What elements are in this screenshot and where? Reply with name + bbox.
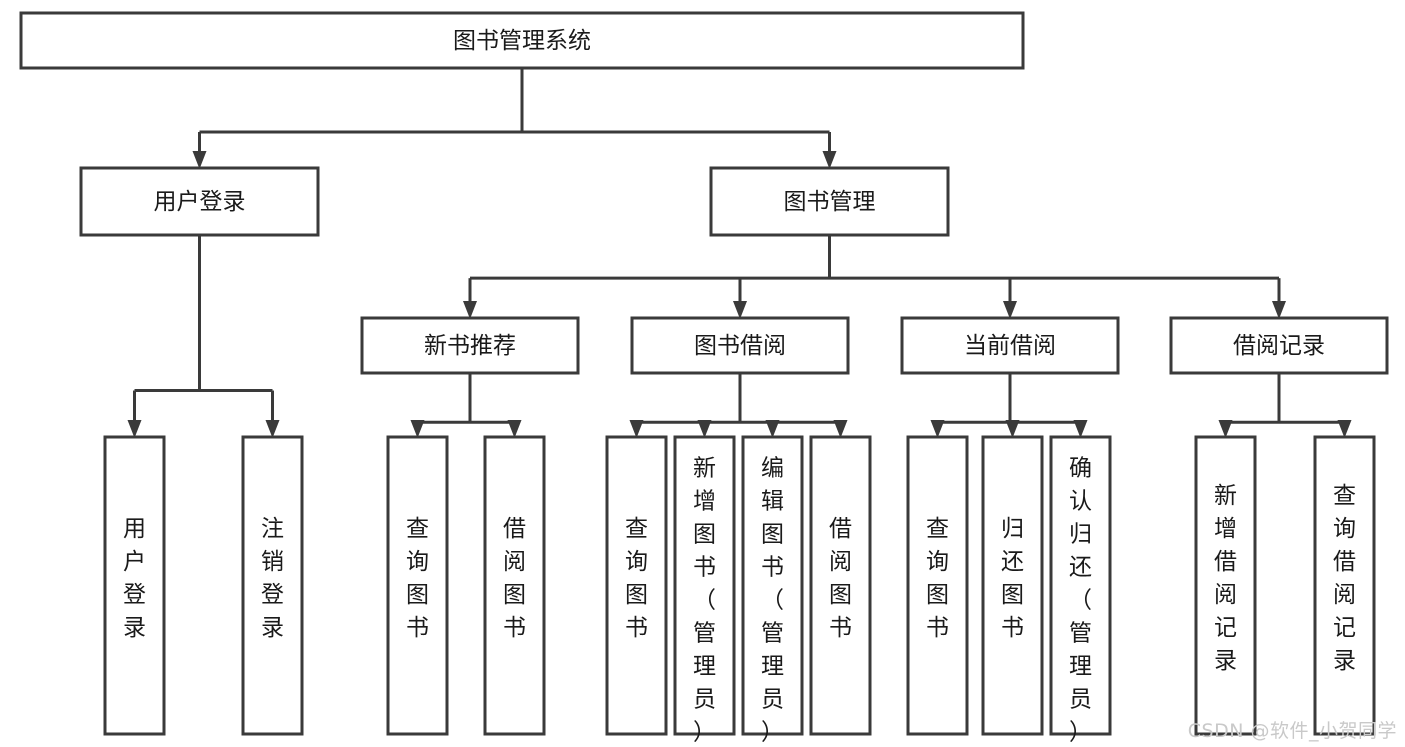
node-root[interactable]: 图书管理系统 <box>19 11 1025 70</box>
node-borrow-records[interactable]: 借阅记录 <box>1169 316 1389 375</box>
node-box-root <box>19 11 1025 70</box>
node-leaf-borrow-book[interactable]: 借阅图书 <box>809 435 872 736</box>
arrow-icon-leaf-edit-book <box>765 420 780 438</box>
arrow-icon-leaf-borrow-book <box>833 420 848 438</box>
node-box-leaf-query-book-current <box>906 435 969 736</box>
arrow-icon-new-book-recommend <box>463 301 477 319</box>
node-box-leaf-query-borrow-record <box>1313 435 1376 736</box>
node-label-leaf-confirm-return: 确认归还（管理员） <box>1069 456 1092 746</box>
connector-group-borrow-records <box>1218 373 1352 438</box>
node-new-book-recommend[interactable]: 新书推荐 <box>360 316 580 375</box>
connector-group-book-management <box>463 235 1286 319</box>
arrow-icon-leaf-query-book-borrow <box>629 420 644 438</box>
node-box-borrow-records <box>1169 316 1389 375</box>
node-box-leaf-query-book-borrow <box>605 435 668 736</box>
node-leaf-user-login[interactable]: 用户登录 <box>103 435 166 736</box>
node-leaf-borrow-book-recommend[interactable]: 借阅图书 <box>483 435 546 736</box>
connector-group-root <box>192 68 837 169</box>
node-leaf-confirm-return[interactable]: 确认归还（管理员） <box>1049 435 1112 746</box>
node-box-leaf-add-book <box>673 435 736 736</box>
node-book-management[interactable]: 图书管理 <box>709 166 950 237</box>
arrow-icon-current-borrow <box>1003 301 1017 319</box>
node-box-leaf-logout <box>241 435 304 736</box>
connector-group-current-borrow <box>930 373 1088 438</box>
node-label-leaf-query-borrow-record: 查询借阅记录 <box>1333 483 1356 674</box>
node-box-user-login <box>79 166 320 237</box>
node-label-leaf-borrow-book-recommend: 借阅图书 <box>503 516 526 641</box>
node-leaf-query-book-current[interactable]: 查询图书 <box>906 435 969 736</box>
node-layer: 图书管理系统用户登录图书管理新书推荐图书借阅当前借阅借阅记录用户登录注销登录查询… <box>19 11 1389 746</box>
arrow-icon-borrow-records <box>1272 301 1286 319</box>
arrow-icon-leaf-query-book-recommend <box>410 420 425 438</box>
node-label-leaf-edit-book: 编辑图书（管理员） <box>761 456 784 746</box>
arrow-icon-book-management <box>822 151 837 169</box>
node-label-leaf-query-book-recommend: 查询图书 <box>406 516 429 641</box>
arrow-icon-leaf-query-borrow-record <box>1337 420 1352 438</box>
node-label-leaf-add-book: 新增图书（管理员） <box>693 456 716 746</box>
node-box-leaf-confirm-return <box>1049 435 1112 736</box>
arrow-icon-leaf-confirm-return <box>1073 420 1088 438</box>
node-box-leaf-return-book <box>981 435 1044 736</box>
arrow-icon-leaf-add-book <box>697 420 712 438</box>
arrow-icon-book-borrow <box>733 301 747 319</box>
node-box-leaf-borrow-book-recommend <box>483 435 546 736</box>
node-label-book-borrow: 图书借阅 <box>694 333 786 359</box>
node-box-leaf-add-borrow-record <box>1194 435 1257 736</box>
arrow-icon-leaf-query-book-current <box>930 420 945 438</box>
node-label-new-book-recommend: 新书推荐 <box>424 333 516 359</box>
connector-group-book-borrow <box>629 373 848 438</box>
arrow-icon-leaf-add-borrow-record <box>1218 420 1233 438</box>
node-leaf-add-borrow-record[interactable]: 新增借阅记录 <box>1194 435 1257 736</box>
arrow-icon-leaf-logout <box>265 420 280 438</box>
node-box-current-borrow <box>900 316 1120 375</box>
node-label-leaf-query-book-current: 查询图书 <box>926 516 949 641</box>
node-leaf-query-borrow-record[interactable]: 查询借阅记录 <box>1313 435 1376 736</box>
node-label-leaf-logout: 注销登录 <box>261 516 284 641</box>
node-current-borrow[interactable]: 当前借阅 <box>900 316 1120 375</box>
node-box-leaf-borrow-book <box>809 435 872 736</box>
node-label-user-login: 用户登录 <box>154 189 246 215</box>
node-leaf-edit-book[interactable]: 编辑图书（管理员） <box>741 435 804 746</box>
node-box-book-management <box>709 166 950 237</box>
node-label-borrow-records: 借阅记录 <box>1233 333 1325 359</box>
connector-layer <box>127 68 1352 438</box>
connector-group-user-login <box>127 235 280 438</box>
node-box-leaf-user-login <box>103 435 166 736</box>
node-box-new-book-recommend <box>360 316 580 375</box>
node-box-leaf-edit-book <box>741 435 804 736</box>
arrow-icon-leaf-borrow-book-recommend <box>507 420 522 438</box>
connector-group-new-book-recommend <box>410 373 522 438</box>
node-label-leaf-return-book: 归还图书 <box>1001 516 1024 641</box>
node-label-current-borrow: 当前借阅 <box>964 333 1056 359</box>
arrow-icon-leaf-user-login <box>127 420 142 438</box>
node-label-book-management: 图书管理 <box>784 189 876 215</box>
node-user-login[interactable]: 用户登录 <box>79 166 320 237</box>
node-leaf-return-book[interactable]: 归还图书 <box>981 435 1044 736</box>
node-box-book-borrow <box>630 316 850 375</box>
node-box-leaf-query-book-recommend <box>386 435 449 736</box>
node-label-leaf-query-book-borrow: 查询图书 <box>625 516 648 641</box>
node-label-root: 图书管理系统 <box>453 28 591 54</box>
node-label-leaf-add-borrow-record: 新增借阅记录 <box>1214 483 1237 674</box>
node-leaf-logout[interactable]: 注销登录 <box>241 435 304 736</box>
arrow-icon-leaf-return-book <box>1005 420 1020 438</box>
arrow-icon-user-login <box>192 151 207 169</box>
node-label-leaf-user-login: 用户登录 <box>123 516 146 641</box>
node-book-borrow[interactable]: 图书借阅 <box>630 316 850 375</box>
node-leaf-query-book-recommend[interactable]: 查询图书 <box>386 435 449 736</box>
node-leaf-query-book-borrow[interactable]: 查询图书 <box>605 435 668 736</box>
node-leaf-add-book[interactable]: 新增图书（管理员） <box>673 435 736 746</box>
node-label-leaf-borrow-book: 借阅图书 <box>829 516 852 641</box>
